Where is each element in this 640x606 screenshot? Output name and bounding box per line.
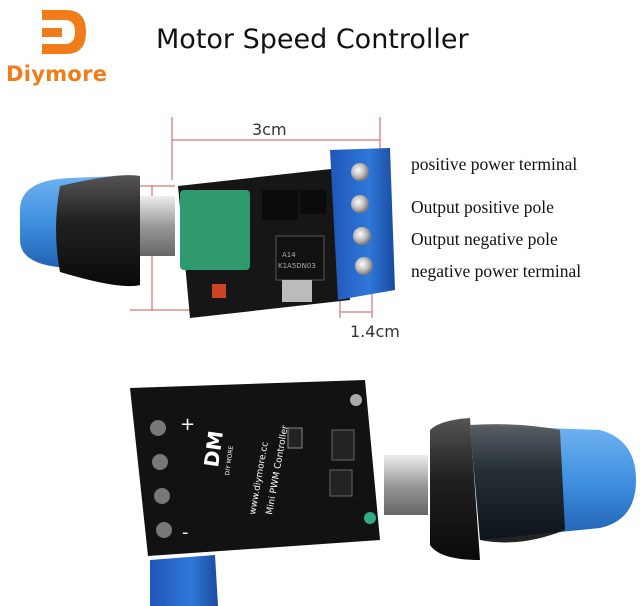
chip-marking: A14 xyxy=(282,251,296,259)
dimension-terminal-label: 1.4cm xyxy=(350,322,400,341)
solder-pads xyxy=(150,394,376,538)
pot-shaft xyxy=(135,196,175,256)
page-title: Motor Speed Controller xyxy=(156,24,469,55)
product-photo: A14 K1A5DN03 + - DM DIY MORE www.diymore… xyxy=(20,117,636,606)
small-ic xyxy=(300,190,326,214)
terminal-label-positive-power: positive power terminal xyxy=(411,154,578,174)
plus-marking: + xyxy=(180,414,195,435)
mosfet xyxy=(275,235,325,302)
dimension-width-label: 3cm xyxy=(252,120,287,139)
terminal-label-output-positive: Output positive pole xyxy=(411,197,554,217)
terminal-block-bottom xyxy=(150,555,218,606)
knob-bottom-icon xyxy=(430,418,636,560)
brand-logo-icon xyxy=(42,10,86,54)
minus-marking: - xyxy=(182,522,189,543)
potentiometer-body xyxy=(180,190,250,270)
bottom-components xyxy=(287,427,355,497)
mosfet-marking: K1A5DN03 xyxy=(278,262,316,270)
terminal-block-top xyxy=(330,148,395,300)
svg-text:DIY MORE: DIY MORE xyxy=(224,445,235,476)
led xyxy=(212,284,226,298)
brand-name: Diymore xyxy=(6,62,108,86)
board-silkscreen: DM DIY MORE xyxy=(199,429,235,476)
ic-chip xyxy=(262,190,298,220)
pcb-board-bottom xyxy=(130,380,380,556)
pot-shaft-bottom xyxy=(384,455,428,515)
svg-text:DM: DM xyxy=(199,429,228,469)
terminal-label-output-negative: Output negative pole xyxy=(411,229,558,249)
knob-top-icon xyxy=(20,175,140,287)
terminal-label-negative-power: negative power terminal xyxy=(411,261,582,281)
